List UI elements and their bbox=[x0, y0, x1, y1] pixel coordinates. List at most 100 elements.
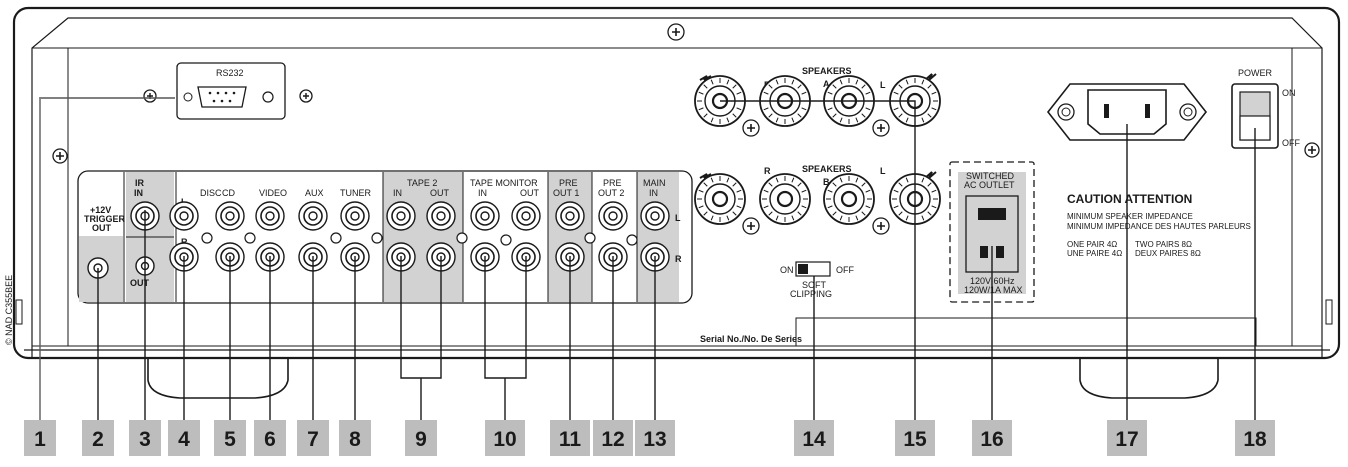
rca-jack bbox=[598, 201, 628, 231]
callout-number-10: 10 bbox=[493, 428, 516, 451]
callout-9: 9 bbox=[405, 420, 437, 456]
callout-10: 10 bbox=[485, 420, 525, 456]
speaker-terminals bbox=[694, 75, 941, 235]
rca-jack bbox=[470, 201, 500, 231]
right-screw-icon bbox=[1304, 142, 1320, 158]
ground-post bbox=[244, 232, 256, 244]
rca-jack bbox=[555, 201, 585, 231]
callout-12: 12 bbox=[593, 420, 633, 456]
ir-out-label: OUT bbox=[130, 278, 150, 288]
rca-jack bbox=[255, 201, 285, 231]
iec-power-inlet bbox=[1046, 83, 1208, 141]
callout-number-12: 12 bbox=[601, 428, 624, 451]
outlet-label-1: SWITCHED bbox=[966, 171, 1014, 181]
terminal-screw-icon bbox=[742, 119, 760, 137]
callout-number-14: 14 bbox=[802, 428, 826, 451]
callout-number-7: 7 bbox=[307, 428, 319, 451]
ground-post bbox=[626, 234, 638, 246]
rs232-label: RS232 bbox=[216, 68, 244, 78]
pre-out1-label-2: OUT 1 bbox=[553, 188, 579, 198]
speakers-a-letter: A bbox=[823, 79, 830, 89]
input-disc-label: DISC bbox=[200, 188, 222, 198]
speaker-a-l: L bbox=[880, 80, 886, 90]
main-in-label-1: MAIN bbox=[643, 178, 666, 188]
lightning-icon bbox=[699, 75, 712, 81]
speaker-b-l: L bbox=[880, 166, 886, 176]
tape2-out: OUT bbox=[430, 188, 450, 198]
soft-clipping-off: OFF bbox=[836, 265, 854, 275]
input-video-label: VIDEO bbox=[259, 188, 287, 198]
lightning-icon bbox=[924, 171, 937, 179]
callout-number-4: 4 bbox=[178, 428, 190, 451]
speakers-a-title: SPEAKERS bbox=[802, 66, 852, 76]
terminal-screw-icon bbox=[742, 217, 760, 235]
channel-r-right: R bbox=[675, 254, 682, 264]
ground-post bbox=[201, 232, 213, 244]
caution-pair-fr-2: DEUX PAIRES 8Ω bbox=[1135, 249, 1201, 258]
input-aux-label: AUX bbox=[305, 188, 324, 198]
callout-number-2: 2 bbox=[92, 428, 104, 451]
callout-18: 18 bbox=[1235, 420, 1275, 456]
callout-number-3: 3 bbox=[139, 428, 151, 451]
left-foot bbox=[147, 358, 289, 399]
outlet-label-4: 120W/1A MAX bbox=[964, 285, 1023, 295]
ground-post bbox=[500, 234, 512, 246]
binding-post bbox=[694, 173, 746, 225]
rca-jack bbox=[298, 201, 328, 231]
tape-monitor-title: TAPE MONITOR bbox=[470, 178, 538, 188]
pre-out2-label-1: PRE bbox=[603, 178, 622, 188]
tape2-in: IN bbox=[393, 188, 402, 198]
soft-clipping-label-2: CLIPPING bbox=[790, 289, 832, 299]
callout-2: 2 bbox=[82, 420, 114, 456]
trigger-label-2: TRIGGER bbox=[84, 214, 126, 224]
outlet-label-2: AC OUTLET bbox=[964, 180, 1015, 190]
tape-monitor-out: OUT bbox=[520, 188, 540, 198]
rca-jack bbox=[386, 201, 416, 231]
callout-6: 6 bbox=[254, 420, 286, 456]
rca-jack bbox=[215, 201, 245, 231]
callout-5: 5 bbox=[214, 420, 246, 456]
rs232-left-screw-icon bbox=[143, 89, 157, 103]
binding-post bbox=[759, 173, 811, 225]
callout-number-18: 18 bbox=[1243, 428, 1267, 451]
chassis-outline bbox=[12, 6, 1341, 360]
callout-leaders bbox=[39, 97, 1256, 420]
serial-plate: Serial No./No. De Series bbox=[693, 317, 1257, 347]
rca-jack bbox=[640, 201, 670, 231]
callout-17: 17 bbox=[1107, 420, 1147, 456]
rs232-right-screw-icon bbox=[299, 89, 313, 103]
channel-r-left: R bbox=[181, 237, 188, 247]
callout-3: 3 bbox=[129, 420, 161, 456]
rca-jack bbox=[340, 201, 370, 231]
callout-16: 16 bbox=[972, 420, 1012, 456]
trigger-label-3: OUT bbox=[92, 223, 112, 233]
right-foot bbox=[1079, 358, 1219, 399]
callout-number-6: 6 bbox=[264, 428, 276, 451]
tape2-title: TAPE 2 bbox=[407, 178, 437, 188]
serial-label: Serial No./No. De Series bbox=[700, 334, 802, 344]
rca-jack bbox=[511, 201, 541, 231]
caution-pair-fr-1: UNE PAIRE 4Ω bbox=[1067, 249, 1122, 258]
channel-l-right: L bbox=[675, 213, 681, 223]
rca-jack bbox=[169, 201, 199, 231]
terminal-screw-icon bbox=[872, 119, 890, 137]
inner-recess bbox=[31, 17, 1323, 358]
callout-13: 13 bbox=[635, 420, 675, 456]
main-in-label-2: IN bbox=[649, 188, 658, 198]
ground-post bbox=[456, 232, 468, 244]
input-tuner-label: TUNER bbox=[340, 188, 371, 198]
power-on-label: ON bbox=[1282, 88, 1296, 98]
callout-11: 11 bbox=[550, 420, 590, 456]
power-title: POWER bbox=[1238, 68, 1273, 78]
callout-15: 15 bbox=[895, 420, 935, 456]
ground-post bbox=[371, 232, 383, 244]
caution-pair-en-1: ONE PAIR 4Ω bbox=[1067, 240, 1117, 249]
soft-clipping-on: ON bbox=[780, 265, 794, 275]
lightning-icon bbox=[924, 73, 937, 81]
callout-4: 4 bbox=[168, 420, 200, 456]
callout-number-16: 16 bbox=[980, 428, 1003, 451]
pre-out1-label-1: PRE bbox=[559, 178, 578, 188]
ground-post bbox=[584, 232, 596, 244]
